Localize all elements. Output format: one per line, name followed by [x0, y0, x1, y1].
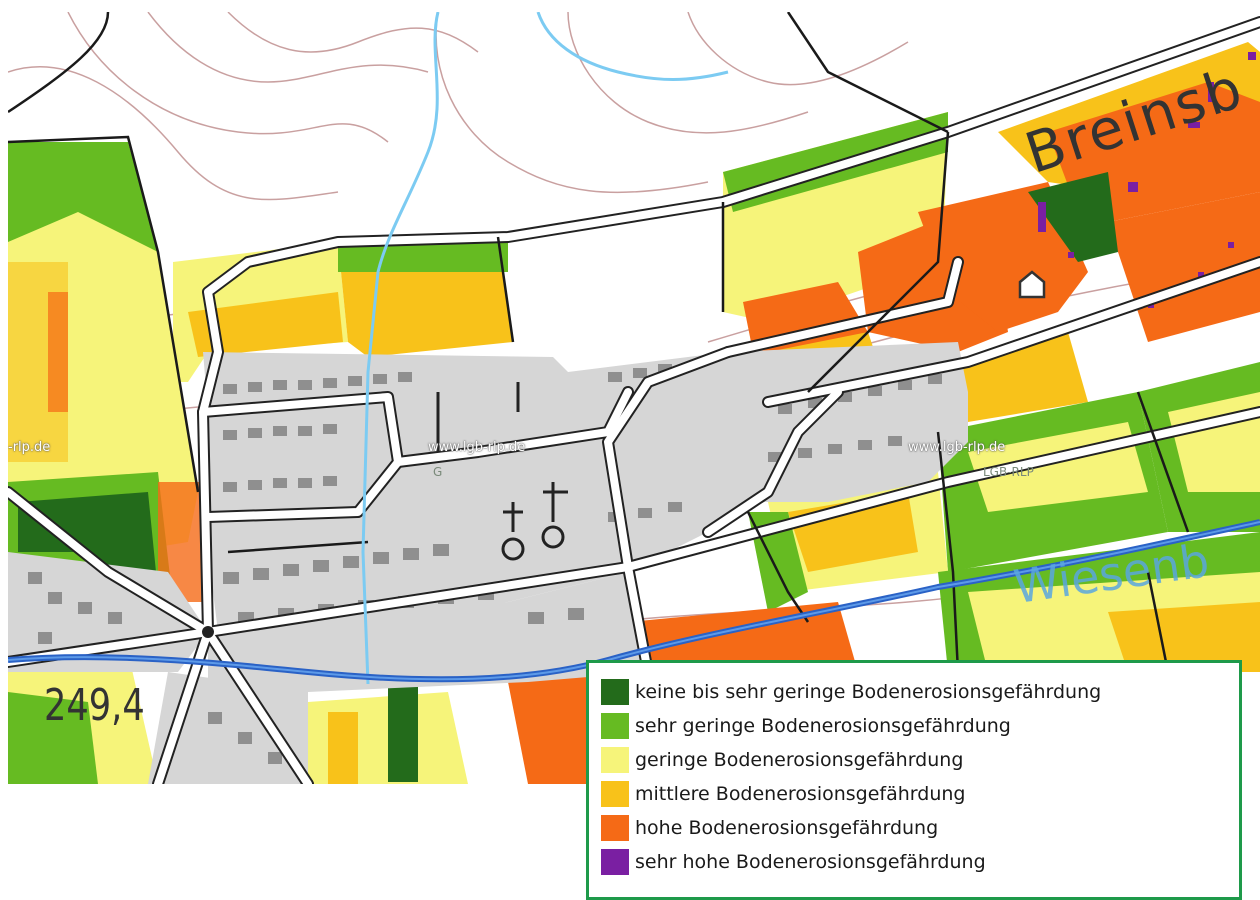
- map-graphics: [8, 12, 1260, 784]
- legend-swatch: [601, 713, 629, 739]
- buildings: [28, 364, 942, 764]
- cemetery-symbols: [436, 382, 568, 561]
- road-fills: [8, 18, 1260, 784]
- legend-swatch: [601, 781, 629, 807]
- legend-label: sehr geringe Bodenerosionsgefährdung: [635, 715, 1011, 737]
- map-legend: keine bis sehr geringe Bodenerosionsgefä…: [586, 660, 1242, 900]
- legend-label: mittlere Bodenerosionsgefährdung: [635, 783, 966, 805]
- legend-label: keine bis sehr geringe Bodenerosionsgefä…: [635, 681, 1102, 703]
- legend-swatch: [601, 747, 629, 773]
- house-icon: [1018, 270, 1046, 299]
- copyright-label: LGB-RLP: [983, 465, 1034, 479]
- waterways: [8, 12, 1260, 685]
- watermark-label: -rlp.de: [8, 440, 51, 455]
- legend-item: mittlere Bodenerosionsgefährdung: [601, 777, 1239, 811]
- legend-item: sehr hohe Bodenerosionsgefährdung: [601, 845, 1239, 879]
- legend-label: hohe Bodenerosionsgefährdung: [635, 817, 939, 839]
- copyright-label: G: [433, 465, 443, 479]
- legend-item: keine bis sehr geringe Bodenerosionsgefä…: [601, 675, 1239, 709]
- legend-swatch: [601, 849, 629, 875]
- erosion-map[interactable]: Breinsb 249,4 Wiesenb www.lgb-rlp.de www…: [8, 12, 1260, 784]
- watermark-label: www.lgb-rlp.de: [428, 440, 526, 455]
- legend-label: geringe Bodenerosionsgefährdung: [635, 749, 964, 771]
- legend-item: geringe Bodenerosionsgefährdung: [601, 743, 1239, 777]
- legend-item: hohe Bodenerosionsgefährdung: [601, 811, 1239, 845]
- legend-item: sehr geringe Bodenerosionsgefährdung: [601, 709, 1239, 743]
- watermark-label: www.lgb-rlp.de: [908, 440, 1006, 455]
- junction-dot: [202, 626, 214, 638]
- legend-swatch: [601, 679, 629, 705]
- legend-swatch: [601, 815, 629, 841]
- elevation-label: 249,4: [44, 680, 145, 731]
- erosion-fields: [8, 42, 1260, 784]
- field-boundaries: [8, 12, 1190, 673]
- legend-label: sehr hohe Bodenerosionsgefährdung: [635, 851, 986, 873]
